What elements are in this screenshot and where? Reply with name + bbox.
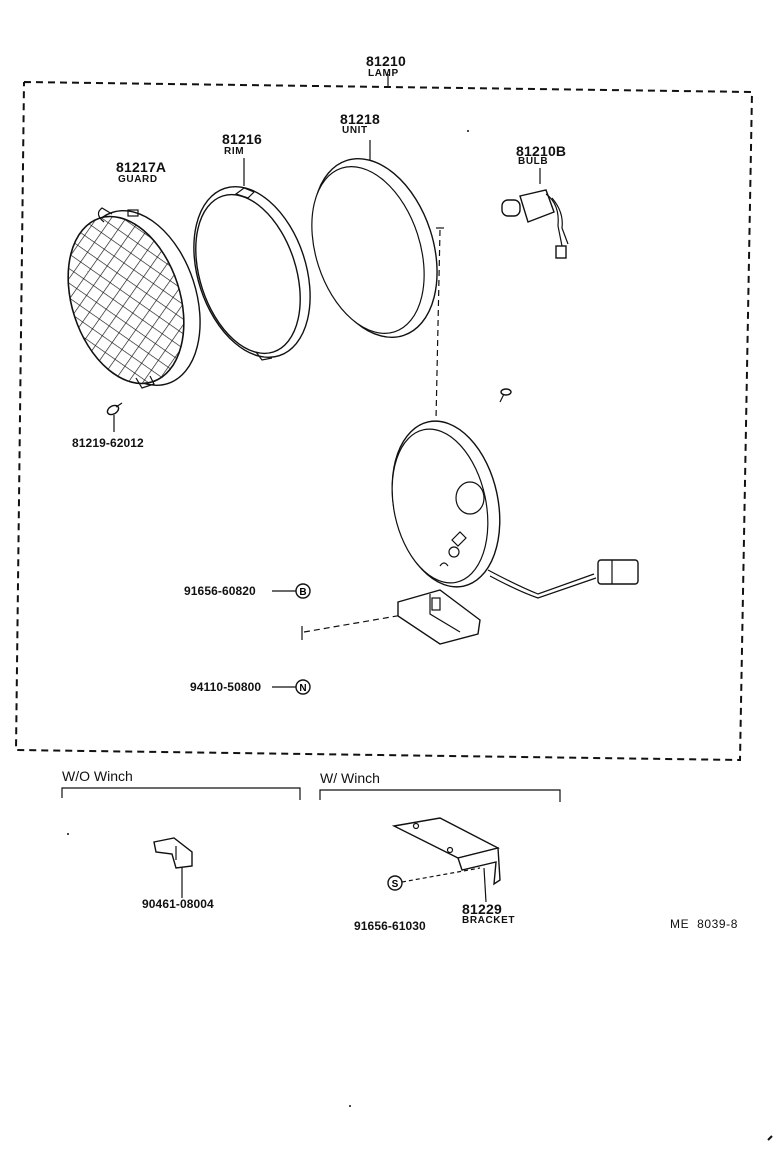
lamp-assembly-boundary — [14, 74, 754, 762]
assembly-name: LAMP — [368, 68, 399, 79]
symbol-b: B — [295, 583, 311, 599]
bulb-name: BULB — [518, 156, 549, 167]
svg-text:S: S — [392, 879, 399, 890]
assembly-number: 81210 — [366, 53, 406, 69]
symbol-n: N — [295, 679, 311, 695]
bracket-drawing — [391, 817, 501, 886]
screw-drawing — [106, 402, 123, 432]
nut-n-part-number: 94110-50800 — [190, 680, 262, 694]
rim-drawing — [193, 158, 311, 361]
leader-lines — [181, 590, 487, 903]
bracket-number: 81229 — [462, 901, 502, 917]
diagram-code: ME 8039-8 — [670, 917, 739, 931]
unit-drawing — [311, 140, 438, 339]
unit-name: UNIT — [342, 125, 368, 136]
group-brackets — [61, 787, 561, 802]
rim-number: 81216 — [222, 131, 262, 147]
bulb-drawing — [501, 168, 569, 259]
group-with-winch: W/ Winch — [320, 770, 380, 786]
clip-drawing — [153, 837, 193, 869]
svg-text:B: B — [299, 587, 306, 598]
bolt-s-part-number: 91656-61030 — [354, 919, 426, 933]
guard-number: 81217A — [116, 159, 167, 175]
housing-drawing — [391, 420, 639, 645]
rim-name: RIM — [224, 146, 245, 157]
group-without-winch: W/O Winch — [62, 768, 133, 784]
bulb-number: 81210B — [516, 143, 567, 159]
symbol-s: S — [387, 875, 403, 891]
bolt-b-part-number: 91656-60820 — [184, 584, 256, 598]
clip-part-number: 90461-08004 — [142, 897, 214, 911]
screw-part-number: 81219-62012 — [72, 436, 144, 450]
unit-number: 81218 — [340, 111, 380, 127]
small-screw-drawing — [499, 388, 512, 403]
svg-text:N: N — [299, 683, 306, 694]
guard-drawing — [60, 201, 201, 399]
guard-name: GUARD — [118, 174, 158, 185]
alignment-lines — [301, 227, 444, 640]
bracket-name: BRACKET — [462, 915, 516, 926]
